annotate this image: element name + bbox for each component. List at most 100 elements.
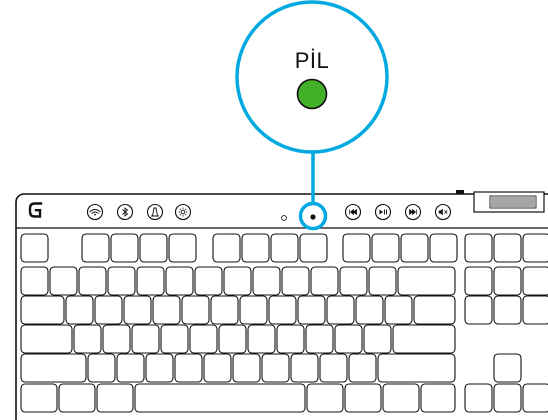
key[interactable] [339, 266, 368, 296]
key[interactable] [493, 353, 522, 383]
key[interactable] [107, 266, 136, 296]
key[interactable] [174, 353, 203, 383]
key[interactable] [306, 383, 344, 413]
brightness-icon[interactable] [174, 203, 192, 221]
key[interactable] [464, 266, 493, 296]
key[interactable] [116, 353, 145, 383]
key[interactable] [310, 266, 339, 296]
key[interactable] [348, 353, 377, 383]
key[interactable] [326, 295, 355, 325]
key[interactable] [420, 383, 456, 413]
key[interactable] [247, 324, 276, 354]
key[interactable] [522, 383, 548, 413]
key[interactable] [223, 266, 252, 296]
key[interactable] [81, 233, 110, 263]
key[interactable] [368, 266, 397, 296]
key[interactable] [493, 295, 522, 325]
mute-icon[interactable] [434, 203, 452, 221]
key[interactable] [319, 353, 348, 383]
key[interactable] [110, 233, 139, 263]
key[interactable] [20, 233, 49, 263]
key[interactable] [268, 295, 297, 325]
key[interactable] [134, 383, 306, 413]
key[interactable] [297, 295, 326, 325]
key[interactable] [78, 266, 107, 296]
key[interactable] [299, 233, 328, 263]
key[interactable] [493, 233, 522, 263]
key[interactable] [371, 233, 400, 263]
key[interactable] [493, 266, 522, 296]
key[interactable] [145, 353, 174, 383]
key[interactable] [464, 383, 493, 413]
key[interactable] [344, 383, 382, 413]
bluetooth-icon[interactable] [116, 203, 134, 221]
key[interactable] [429, 233, 458, 263]
key[interactable] [522, 295, 548, 325]
key[interactable] [400, 233, 429, 263]
key[interactable] [194, 266, 223, 296]
key[interactable] [276, 324, 305, 354]
key[interactable] [165, 266, 194, 296]
key[interactable] [212, 233, 241, 263]
lightspeed-icon[interactable] [86, 203, 104, 221]
key[interactable] [493, 383, 522, 413]
key[interactable] [522, 233, 548, 263]
key[interactable] [281, 266, 310, 296]
key[interactable] [94, 295, 123, 325]
key[interactable] [139, 233, 168, 263]
key[interactable] [334, 324, 363, 354]
key[interactable] [464, 233, 493, 263]
key[interactable] [131, 324, 160, 354]
key[interactable] [413, 295, 456, 325]
key[interactable] [363, 324, 392, 354]
key[interactable] [20, 324, 73, 354]
key[interactable] [261, 353, 290, 383]
key[interactable] [65, 295, 94, 325]
key[interactable] [160, 324, 189, 354]
key[interactable] [210, 295, 239, 325]
usb-port [456, 190, 464, 194]
play-pause-icon[interactable] [374, 203, 392, 221]
key[interactable] [168, 233, 197, 263]
key[interactable] [218, 324, 247, 354]
key[interactable] [239, 295, 268, 325]
key[interactable] [270, 233, 299, 263]
key[interactable] [87, 353, 116, 383]
key[interactable] [305, 324, 334, 354]
key[interactable] [241, 233, 270, 263]
key[interactable] [20, 383, 58, 413]
key[interactable] [464, 295, 493, 325]
key[interactable] [290, 353, 319, 383]
key[interactable] [102, 324, 131, 354]
key[interactable] [232, 353, 261, 383]
key[interactable] [392, 324, 456, 354]
key[interactable] [49, 266, 78, 296]
key[interactable] [384, 295, 413, 325]
previous-track-icon[interactable] [344, 203, 362, 221]
game-mode-icon[interactable] [146, 203, 164, 221]
key[interactable] [377, 353, 456, 383]
key[interactable] [252, 266, 281, 296]
key[interactable] [203, 353, 232, 383]
next-track-icon[interactable] [404, 203, 422, 221]
callout-magnifier [235, 0, 389, 154]
key[interactable] [342, 233, 371, 263]
key[interactable] [58, 383, 96, 413]
volume-roller[interactable] [473, 191, 545, 213]
battery-led [310, 214, 316, 220]
key[interactable] [355, 295, 384, 325]
key[interactable] [20, 353, 87, 383]
key[interactable] [136, 266, 165, 296]
key[interactable] [73, 324, 102, 354]
key[interactable] [189, 324, 218, 354]
key[interactable] [96, 383, 134, 413]
callout-label: PİL [295, 48, 330, 73]
key[interactable] [522, 266, 548, 296]
key[interactable] [181, 295, 210, 325]
key[interactable] [20, 295, 65, 325]
key[interactable] [152, 295, 181, 325]
key[interactable] [382, 383, 420, 413]
key[interactable] [123, 295, 152, 325]
key[interactable] [20, 266, 49, 296]
key[interactable] [397, 266, 456, 296]
